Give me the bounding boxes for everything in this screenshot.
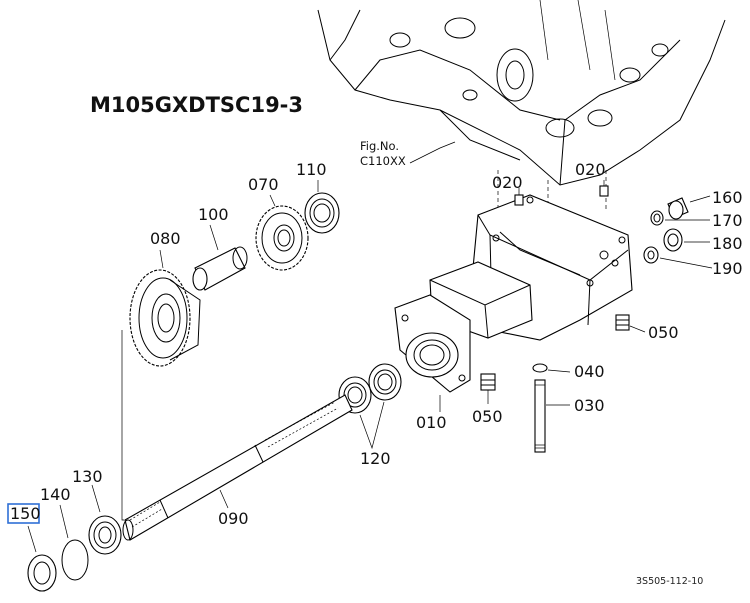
selected-part-highlight bbox=[7, 503, 40, 524]
part-label-140[interactable]: 140 bbox=[40, 485, 71, 504]
gear-080 bbox=[129, 249, 201, 367]
plug-180 bbox=[663, 228, 710, 252]
diagram-title: M105GXDTSC19-3 bbox=[90, 93, 303, 117]
gear-070 bbox=[255, 194, 309, 271]
part-label-160[interactable]: 160 bbox=[712, 188, 743, 207]
seal-190 bbox=[643, 246, 713, 269]
part-label-170[interactable]: 170 bbox=[712, 211, 743, 230]
snap-ring-140 bbox=[59, 504, 89, 581]
leader-120 bbox=[359, 401, 385, 450]
part-label-050-right[interactable]: 050 bbox=[648, 323, 679, 342]
part-label-020-right[interactable]: 020 bbox=[575, 160, 606, 179]
shaft-090 bbox=[122, 394, 353, 541]
figure-ref-line2: C110XX bbox=[360, 154, 406, 168]
part-label-100[interactable]: 100 bbox=[198, 205, 229, 224]
part-label-180[interactable]: 180 bbox=[712, 234, 743, 253]
figure-ref-line1: Fig.No. bbox=[360, 139, 399, 153]
part-label-080[interactable]: 080 bbox=[150, 229, 181, 248]
part-label-040[interactable]: 040 bbox=[574, 362, 605, 381]
transmission-case bbox=[317, 0, 726, 186]
leader-fig-ref bbox=[409, 141, 456, 164]
part-label-030[interactable]: 030 bbox=[574, 396, 605, 415]
part-label-130[interactable]: 130 bbox=[72, 467, 103, 486]
part-label-070[interactable]: 070 bbox=[248, 175, 279, 194]
part-label-120[interactable]: 120 bbox=[360, 449, 391, 468]
drawing-code: 3S505-112-10 bbox=[636, 576, 703, 587]
bearing-120-b bbox=[368, 363, 402, 401]
gear-case-housing bbox=[394, 194, 633, 393]
oil-seal-150 bbox=[27, 525, 57, 592]
collar-100 bbox=[192, 224, 248, 291]
bolt-050-right bbox=[615, 314, 646, 333]
part-label-190[interactable]: 190 bbox=[712, 259, 743, 278]
gasket-170 bbox=[650, 210, 710, 226]
bolt-050-center bbox=[480, 373, 496, 404]
dowel-pin-020-right bbox=[599, 180, 609, 197]
part-label-020-left[interactable]: 020 bbox=[492, 173, 523, 192]
part-label-150[interactable]: 150 bbox=[10, 504, 41, 523]
plug-160 bbox=[667, 195, 711, 220]
washer-040 bbox=[532, 363, 571, 373]
bearing-130 bbox=[88, 484, 122, 555]
part-label-090[interactable]: 090 bbox=[218, 509, 249, 528]
part-label-050-center[interactable]: 050 bbox=[472, 407, 503, 426]
part-label-010[interactable]: 010 bbox=[416, 413, 447, 432]
bearing-110 bbox=[304, 180, 340, 234]
stud-bolt-030 bbox=[534, 379, 570, 453]
dowel-pin-020-left bbox=[514, 188, 524, 206]
part-label-110[interactable]: 110 bbox=[296, 160, 327, 179]
